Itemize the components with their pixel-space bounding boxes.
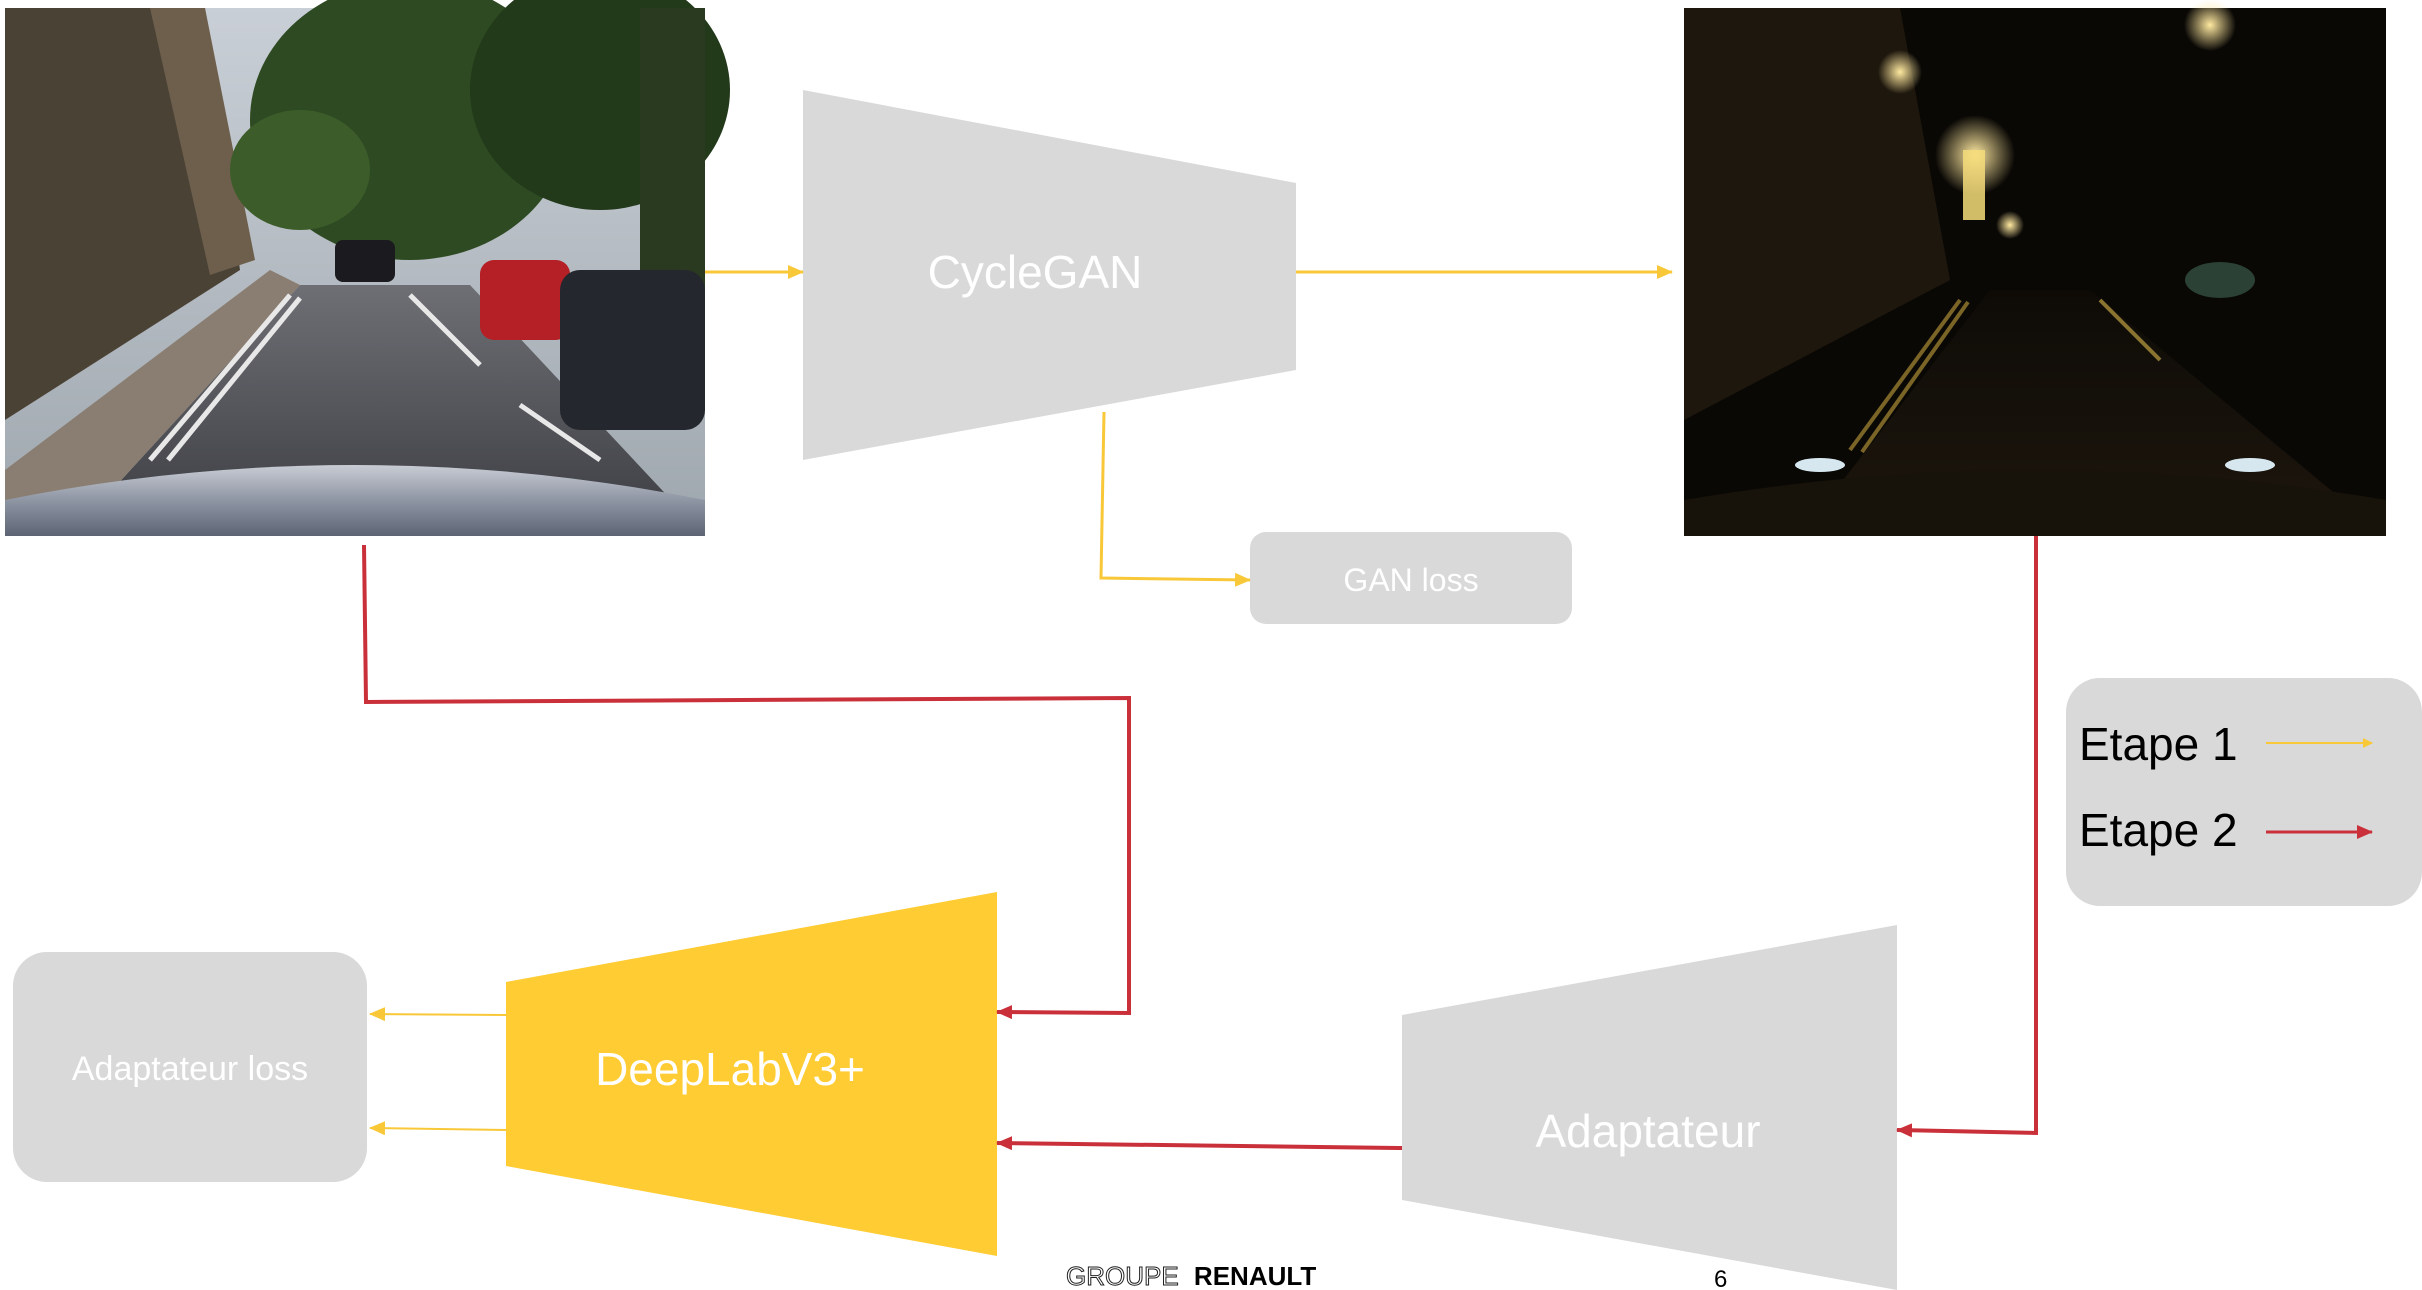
legend-box <box>2066 678 2422 906</box>
gan-loss-box <box>1250 532 1572 624</box>
arrow-night-to-adaptateur <box>1896 536 2038 1138</box>
deeplab-label: DeepLabV3+ <box>595 1043 865 1095</box>
gan-loss-label: GAN loss <box>1343 562 1478 598</box>
adaptateur-loss-box <box>13 952 367 1182</box>
legend-step1-label: Etape 1 <box>2079 718 2238 770</box>
arrow-cyclegan-to-ganloss <box>1099 411 1251 587</box>
cyclegan-label: CycleGAN <box>928 246 1143 298</box>
adaptateur-loss-label: Adaptateur loss <box>72 1050 308 1088</box>
footer-brand-light: GROUPE <box>1066 1261 1179 1290</box>
adaptateur-block <box>1402 925 1897 1290</box>
arrow-adaptateur-to-deeplab <box>996 1136 1403 1151</box>
arrow-deeplab-to-loss-top <box>369 1007 507 1022</box>
arrow-day-to-deeplab <box>362 544 1131 1020</box>
legend-step2-label: Etape 2 <box>2079 804 2238 856</box>
day-street-photo <box>5 0 730 536</box>
adaptateur-label: Adaptateur <box>1535 1105 1760 1157</box>
footer-brand: GROUPE RENAULT <box>1066 1261 1316 1290</box>
night-street-photo <box>1684 0 2386 536</box>
cyclegan-block <box>803 90 1296 460</box>
footer-brand-bold: RENAULT <box>1194 1261 1316 1290</box>
page-number: 6 <box>1714 1266 1727 1290</box>
arrow-deeplab-to-loss-bottom <box>369 1121 507 1136</box>
deeplab-block <box>506 892 997 1256</box>
